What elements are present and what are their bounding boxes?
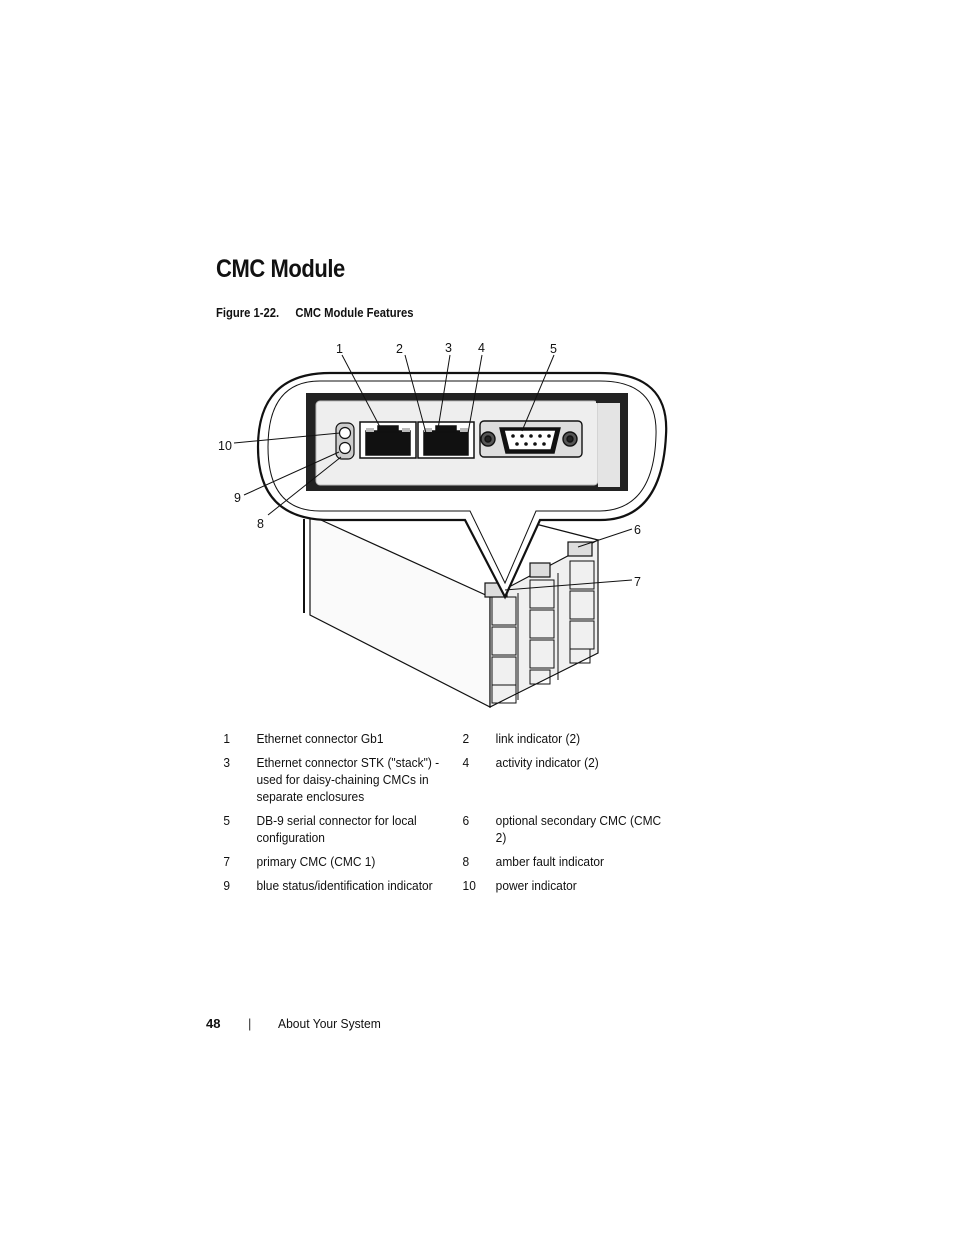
callout-10: 10 [218,439,232,453]
legend-number: 7 [223,854,231,869]
legend-number: 8 [462,854,470,869]
callout-1: 1 [336,342,343,356]
legend-number: 10 [462,878,476,893]
legend-description: optional secondary CMC (CMC 2) [495,813,662,845]
callout-9: 9 [234,491,241,505]
legend-number: 9 [223,878,231,893]
status-leds [335,422,355,460]
ethernet-connector-gb1 [359,421,417,459]
callout-2: 2 [396,342,403,356]
legend-row: 9 blue status/identification indicator 1… [216,877,667,901]
callout-3: 3 [445,341,452,355]
cmc-module-figure: 1 2 3 4 5 6 7 8 9 10 [200,335,680,720]
legend-number: 6 [462,813,470,828]
figure-caption: Figure 1-22. CMC Module Features [216,306,413,320]
footer-separator: | [248,1016,252,1031]
legend-description: power indicator [495,878,577,893]
ethernet-connector-stk [417,421,475,459]
callout-7: 7 [634,575,641,589]
cmc-module-illustration: 1 2 3 4 5 6 7 8 9 10 [218,341,668,708]
legend-description: link indicator (2) [495,731,581,746]
db9-serial-connector [479,420,583,458]
page-title: CMC Module [216,255,345,283]
figure-label: Figure 1-22. [216,306,280,320]
legend-description: blue status/identification indicator [256,878,433,893]
enclosure-illustration [303,514,599,708]
legend-row: 1 Ethernet connector Gb1 2 link indicato… [216,730,667,754]
legend-number: 1 [223,731,231,746]
power-indicator [338,426,352,440]
leader-lines [233,354,633,591]
legend-description: amber fault indicator [495,854,605,869]
legend-number: 5 [223,813,231,828]
footer-section-title: About Your System [278,1016,381,1031]
callout-5: 5 [550,342,557,356]
figure-caption-text: CMC Module Features [295,306,414,320]
legend-description: Ethernet connector STK ("stack") - used … [256,755,440,804]
page-number: 48 [206,1016,221,1031]
legend-row: 7 primary CMC (CMC 1) 8 amber fault indi… [216,853,667,877]
callout-6: 6 [634,523,641,537]
callout-8: 8 [257,517,264,531]
legend-number: 2 [462,731,470,746]
legend-number: 3 [223,755,231,770]
legend-description: activity indicator (2) [495,755,599,770]
callout-4: 4 [478,341,485,355]
legend-description: Ethernet connector Gb1 [256,731,384,746]
figure-legend-table: 1 Ethernet connector Gb1 2 link indicato… [216,730,667,901]
legend-description: primary CMC (CMC 1) [256,854,376,869]
legend-number: 4 [462,755,470,770]
legend-description: DB-9 serial connector for local configur… [256,813,417,845]
status-indicator [338,441,352,455]
legend-row: 5 DB-9 serial connector for local config… [216,812,667,853]
legend-row: 3 Ethernet connector STK ("stack") - use… [216,754,667,812]
